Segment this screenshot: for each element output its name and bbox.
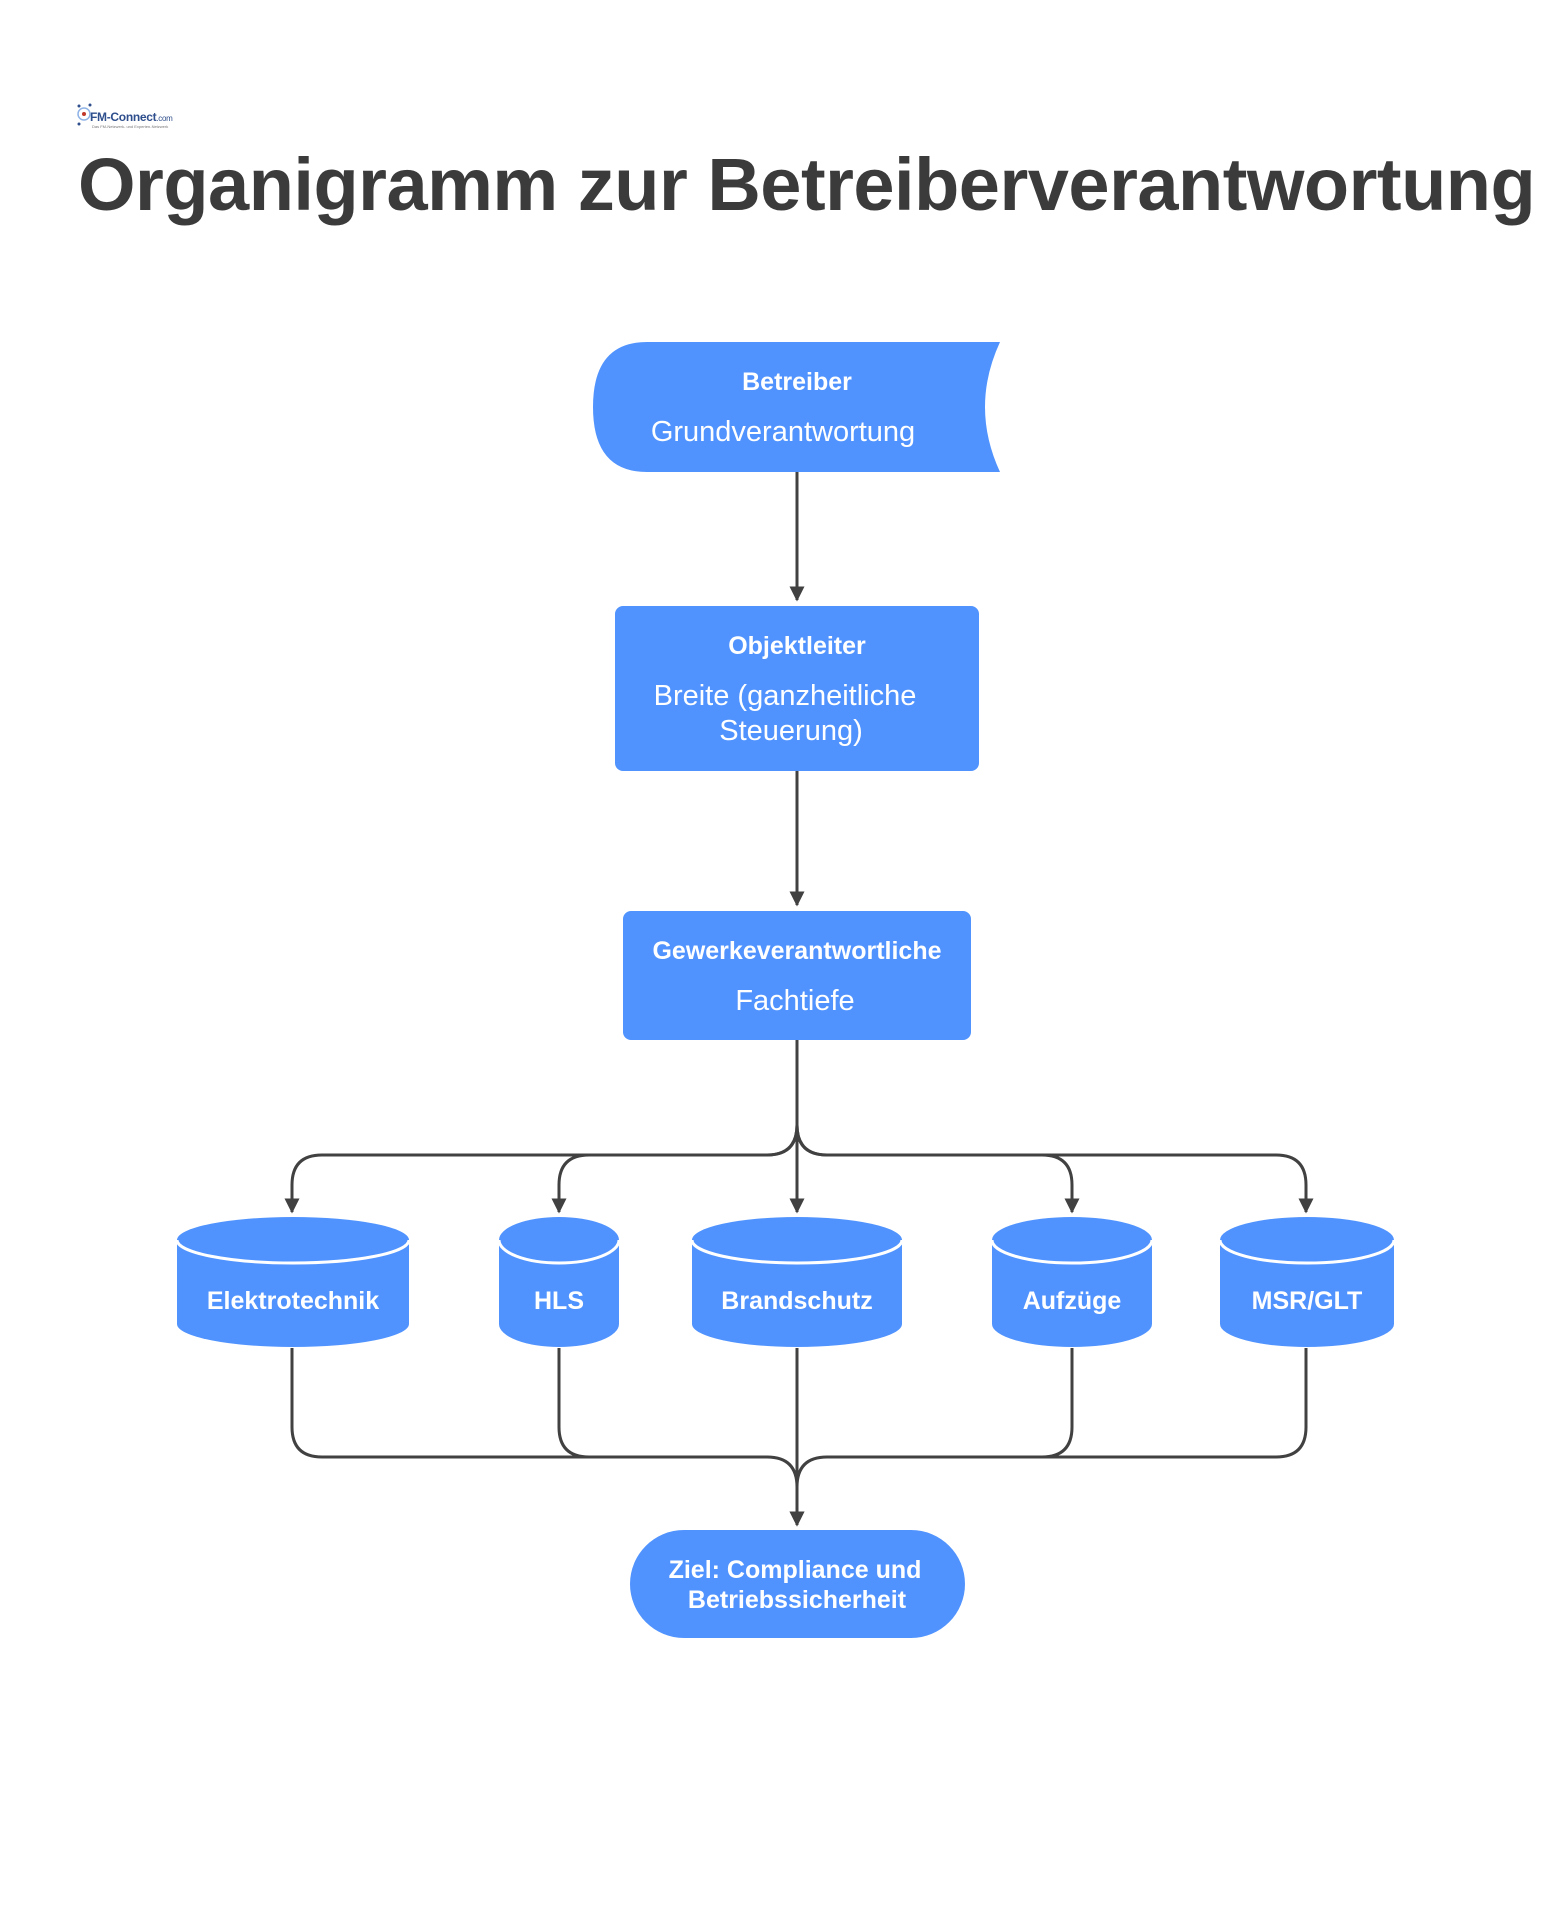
logo-suffix: .com — [156, 114, 173, 123]
edge-gewerke-hls — [551, 1124, 799, 1214]
node-gewerke-title: Gewerkeverantwortliche — [652, 937, 941, 965]
node-objektleiter: Objektleiter Breite (ganzheitliche Steue… — [615, 606, 979, 771]
trade-label-brandschutz: Brandschutz — [721, 1287, 872, 1315]
trade-label-hls: HLS — [534, 1287, 584, 1315]
node-gewerke: Gewerkeverantwortliche Fachtiefe — [623, 911, 971, 1040]
logo-name: FM-Connect — [90, 110, 157, 124]
edge-gewerke-aufzuege — [795, 1124, 1080, 1214]
node-trade-elektrotechnik: Elektrotechnik — [175, 1217, 411, 1347]
node-trade-hls: HLS — [497, 1217, 621, 1347]
edge-msr-ziel — [827, 1348, 1308, 1459]
node-ziel: Ziel: Compliance und Betriebssicherheit — [630, 1530, 965, 1638]
edge-hls-ziel — [557, 1348, 767, 1459]
node-betreiber: Betreiber Grundverantwortung — [593, 342, 1000, 472]
trade-label-elektrotechnik: Elektrotechnik — [207, 1287, 379, 1315]
edge-gewerke-msr — [795, 1124, 1314, 1214]
node-trade-brandschutz: Brandschutz — [690, 1217, 904, 1347]
node-ziel-line2: Betriebssicherheit — [688, 1586, 907, 1614]
node-trade-aufzuege: Aufzüge — [990, 1217, 1154, 1347]
node-betreiber-title: Betreiber — [742, 368, 852, 396]
trade-label-msr-glt: MSR/GLT — [1252, 1287, 1363, 1315]
page-title: Organigramm zur Betreiberverantwortung — [78, 143, 1536, 226]
node-objektleiter-subtitle-line2: Steuerung) — [719, 715, 863, 747]
node-ziel-line1: Ziel: Compliance und — [669, 1556, 922, 1584]
logo-emblem-icon — [77, 103, 92, 126]
node-objektleiter-title: Objektleiter — [728, 632, 866, 660]
node-objektleiter-subtitle-line1: Breite (ganzheitliche — [654, 680, 917, 712]
edges — [284, 472, 1314, 1527]
logo-tagline: Das FM-Netzwerk- und Experten-Netzwerk — [92, 124, 169, 129]
node-gewerke-subtitle: Fachtiefe — [735, 985, 854, 1017]
fm-connect-logo: FM-Connect.com Das FM-Netzwerk- und Expe… — [76, 100, 173, 138]
node-betreiber-subtitle: Grundverantwortung — [651, 416, 915, 448]
edge-aufzuege-ziel — [795, 1348, 1074, 1488]
edge-gewerke-elektrotechnik — [284, 1040, 799, 1214]
trade-label-aufzuege: Aufzüge — [1023, 1287, 1122, 1315]
edge-elektrotechnik-ziel — [290, 1348, 805, 1527]
node-trade-msr-glt: MSR/GLT — [1218, 1217, 1396, 1347]
